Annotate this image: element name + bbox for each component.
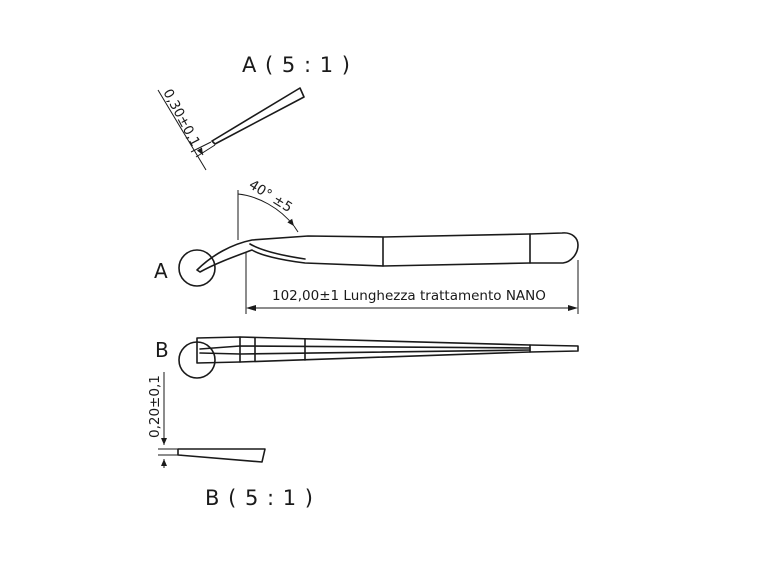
detail-b-tip bbox=[177, 448, 266, 463]
detail-a-dimension: 0,30±0,1 bbox=[157, 86, 216, 171]
detail-a-title: A ( 5 : 1 ) bbox=[242, 53, 351, 77]
tweezer-side-view bbox=[196, 232, 579, 273]
length-dimension: 102,00±1 Lunghezza trattamento NANO bbox=[245, 260, 579, 314]
view-b-label: B bbox=[155, 338, 169, 362]
length-label: 102,00±1 Lunghezza trattamento NANO bbox=[272, 288, 546, 304]
tweezer-top-view bbox=[196, 336, 579, 364]
tip-width-a-label: 0,30±0,1 bbox=[159, 86, 203, 149]
angle-dimension: 40° ±5 bbox=[237, 177, 299, 240]
detail-a-circle bbox=[178, 249, 216, 287]
bend-angle-label: 40° ±5 bbox=[246, 177, 295, 216]
tip-width-b-label: 0,20±0,1 bbox=[147, 375, 163, 438]
detail-b-dimension: 0,20±0,1 bbox=[147, 372, 182, 468]
view-a-label: A bbox=[154, 259, 168, 283]
detail-a-tip bbox=[211, 87, 305, 145]
detail-b-circle bbox=[178, 341, 216, 379]
detail-b-title: B ( 5 : 1 ) bbox=[205, 486, 314, 510]
